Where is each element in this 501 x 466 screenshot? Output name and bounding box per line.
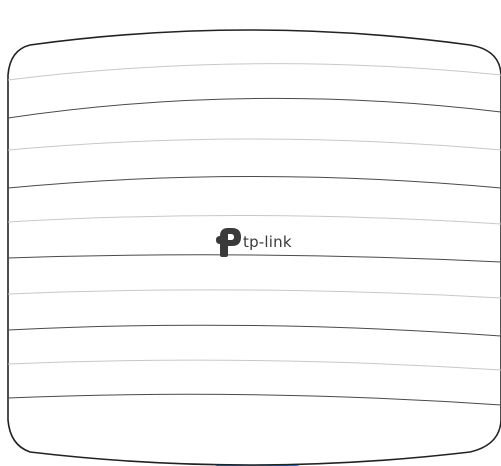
groove-line	[7, 359, 501, 371]
groove-line	[7, 254, 501, 263]
groove-line	[7, 176, 501, 189]
tp-link-logo-icon	[216, 228, 241, 257]
groove-line	[7, 138, 501, 151]
surface-grooves-dark	[7, 97, 501, 406]
surface-grooves-light	[7, 63, 501, 371]
groove-line	[7, 214, 501, 225]
groove-line	[7, 97, 501, 119]
groove-line	[7, 324, 501, 337]
groove-line	[7, 289, 501, 299]
brand-name: tp-link	[243, 233, 292, 251]
groove-line	[7, 63, 501, 81]
device-body-outline	[7, 29, 501, 466]
groove-line	[7, 393, 501, 406]
brand-logo: tp-link	[216, 228, 292, 257]
